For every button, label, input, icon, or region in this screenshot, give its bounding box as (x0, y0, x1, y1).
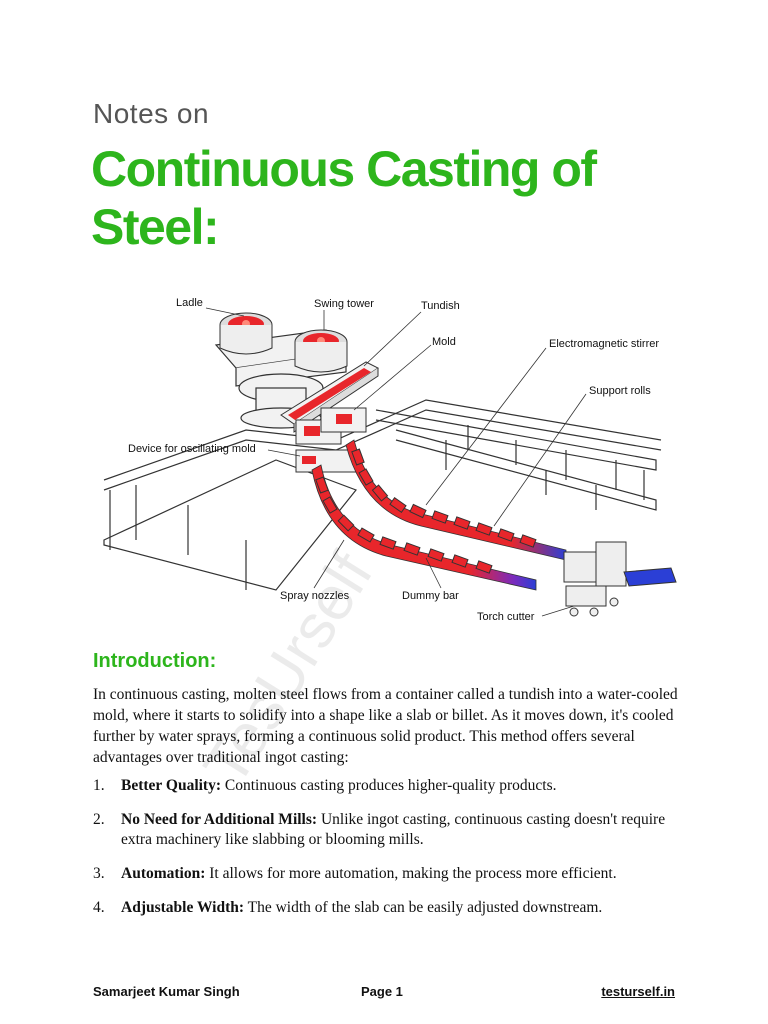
page-title: Continuous Casting of Steel: (91, 141, 597, 255)
continuous-casting-diagram: Ladle Swing tower Tundish Mold Electroma… (103, 297, 677, 623)
introduction-heading: Introduction: (93, 650, 217, 672)
label-spray-nozzles: Spray nozzles (280, 590, 350, 602)
torch-cutter (563, 541, 627, 617)
label-device-oscillating-mold: Device for oscillating mold (128, 443, 256, 455)
page-kicker: Notes on (93, 98, 210, 129)
list-text: Continuous casting produces higher-quali… (221, 777, 557, 794)
tundish (280, 361, 379, 433)
support-rolls-lower (315, 476, 493, 574)
platform-structure (103, 399, 662, 591)
list-item: 3. Automation: It allows for more automat… (93, 864, 683, 884)
list-term: Automation: (121, 865, 206, 882)
strand-lower (311, 464, 537, 591)
label-electromagnetic-stirrer: Electromagnetic stirrer (549, 338, 659, 350)
list-item: 2. No Need for Additional Mills: Unlike i… (93, 810, 683, 850)
label-swing-tower: Swing tower (314, 298, 374, 310)
label-tundish: Tundish (421, 300, 460, 312)
list-item: 1. Better Quality: Continuous casting pro… (93, 776, 683, 796)
list-number: 3. (93, 865, 105, 882)
support-rolls-upper (351, 448, 537, 548)
footer-site-link[interactable]: testurself.in (601, 984, 675, 999)
mold-and-oscillator (295, 407, 367, 473)
list-number: 2. (93, 811, 105, 828)
list-text: The width of the slab can be easily adju… (244, 899, 603, 916)
footer-author: Samarjeet Kumar Singh (93, 984, 240, 999)
footer-page-number: Page 1 (361, 984, 403, 999)
list-term: Adjustable Width: (121, 899, 245, 916)
advantages-list: 1. Better Quality: Continuous casting pro… (93, 776, 683, 932)
introduction-paragraph: In continuous casting, molten steel flow… (93, 686, 678, 766)
list-item: 4. Adjustable Width: The width of the sla… (93, 898, 683, 918)
label-support-rolls: Support rolls (589, 385, 651, 397)
label-ladle: Ladle (176, 297, 203, 309)
ladle-right (294, 329, 348, 373)
ladle-left (219, 312, 273, 355)
label-dummy-bar: Dummy bar (402, 590, 459, 602)
list-text: It allows for more automation, making th… (205, 865, 617, 882)
list-term: Better Quality: (121, 777, 222, 794)
label-mold: Mold (432, 336, 456, 348)
page-footer: Samarjeet Kumar Singh Page 1 testurself.… (93, 984, 675, 1002)
list-number: 4. (93, 899, 105, 916)
leader-lines (205, 307, 587, 617)
list-number: 1. (93, 777, 105, 794)
list-text: Unlike ingot casting, continuous casting… (121, 811, 666, 848)
label-torch-cutter: Torch cutter (477, 611, 535, 623)
list-term: No Need for Additional Mills: (121, 811, 318, 828)
cut-slab (623, 567, 677, 587)
